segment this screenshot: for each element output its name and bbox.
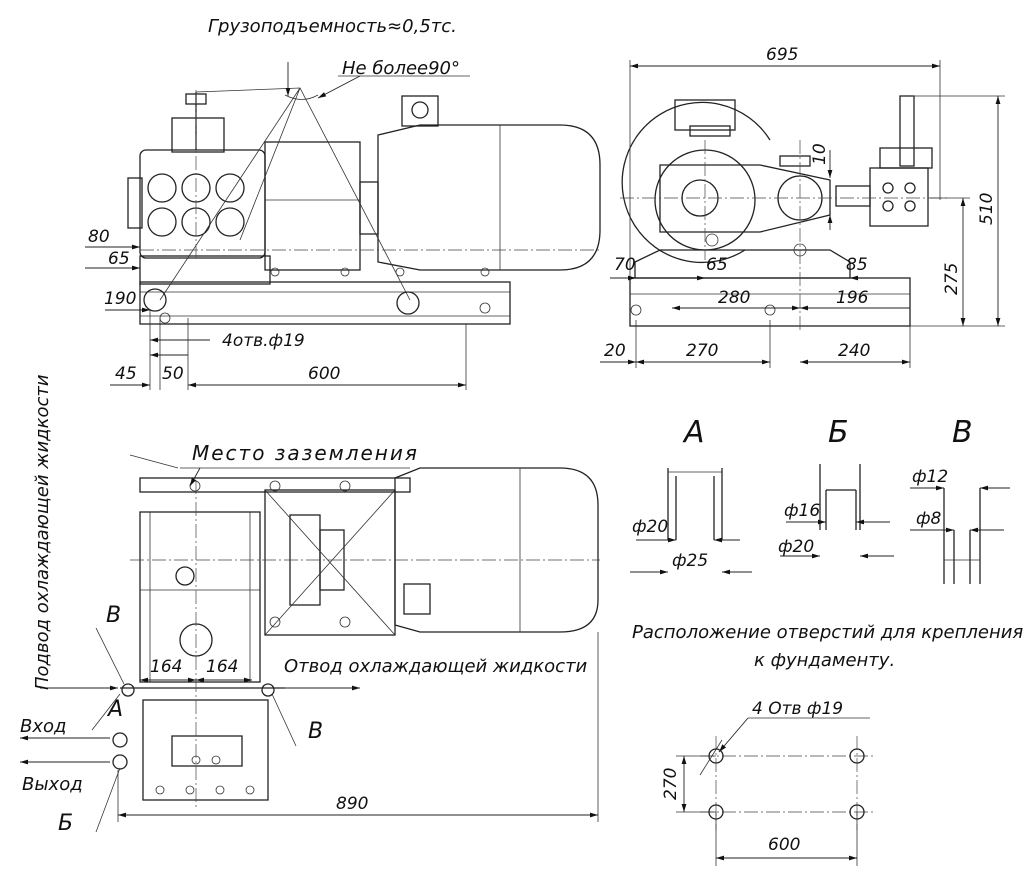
dim-270-side: 270 <box>686 341 718 361</box>
holes-front-label: 4отв.ф19 <box>222 331 305 351</box>
dim-65-side: 65 <box>706 255 728 275</box>
outlet-label: Выход <box>22 774 83 795</box>
side-view <box>600 60 1005 368</box>
dim-190: 190 <box>104 289 136 309</box>
dim-510: 510 <box>977 193 997 225</box>
plan-view <box>20 454 600 833</box>
dim-45: 45 <box>115 364 137 384</box>
dim-164-right: 164 <box>206 657 238 677</box>
dim-65-front: 65 <box>108 249 130 269</box>
inlet-label: Вход <box>20 716 66 737</box>
view-title-v: В <box>952 415 973 450</box>
dim-164-left: 164 <box>150 657 182 677</box>
coolant-in-label: Подвод охлаждающей жидкости <box>32 374 53 690</box>
dim-b-20: ф20 <box>778 537 814 557</box>
dim-10: 10 <box>810 143 830 165</box>
view-title-b: Б <box>828 415 849 450</box>
dim-a-25: ф25 <box>672 551 708 571</box>
foundation-hole-layout <box>676 717 875 866</box>
layout-title-line2: к фундаменту. <box>754 650 895 671</box>
grounding-label: Место заземления <box>192 441 419 465</box>
dim-b-16: ф16 <box>784 501 820 521</box>
dim-50: 50 <box>162 364 184 384</box>
detail-views <box>630 464 1010 584</box>
view-ref-v-right: В <box>308 719 323 744</box>
dim-20: 20 <box>604 341 626 361</box>
dim-890: 890 <box>336 794 368 814</box>
view-ref-v-left: В <box>106 603 121 628</box>
view-ref-a: А <box>106 697 123 722</box>
angle-label: Не более90° <box>342 58 460 79</box>
dim-275: 275 <box>942 263 962 295</box>
lifting-capacity-label: Грузоподъемность≈0,5тс. <box>208 16 457 37</box>
dim-80: 80 <box>88 227 110 247</box>
dim-695: 695 <box>766 45 798 65</box>
front-view <box>85 62 601 390</box>
dim-600-front: 600 <box>308 364 340 384</box>
holes-plan-label: 4 Отв ф19 <box>752 699 843 719</box>
dim-240: 240 <box>838 341 870 361</box>
dim-85: 85 <box>846 255 868 275</box>
dim-v-8: ф8 <box>916 509 942 529</box>
dim-196: 196 <box>836 288 869 308</box>
layout-title-line1: Расположение отверстий для крепления <box>632 622 1023 643</box>
view-ref-b: Б <box>58 811 73 836</box>
dim-v-12: ф12 <box>912 467 948 487</box>
dim-70: 70 <box>614 255 636 275</box>
dim-270-plan: 270 <box>661 768 681 800</box>
dim-600-plan: 600 <box>768 835 800 855</box>
coolant-out-label: Отвод охлаждающей жидкости <box>284 656 588 677</box>
dim-a-20: ф20 <box>632 517 668 537</box>
dim-280: 280 <box>718 288 750 308</box>
view-title-a: А <box>682 415 705 450</box>
